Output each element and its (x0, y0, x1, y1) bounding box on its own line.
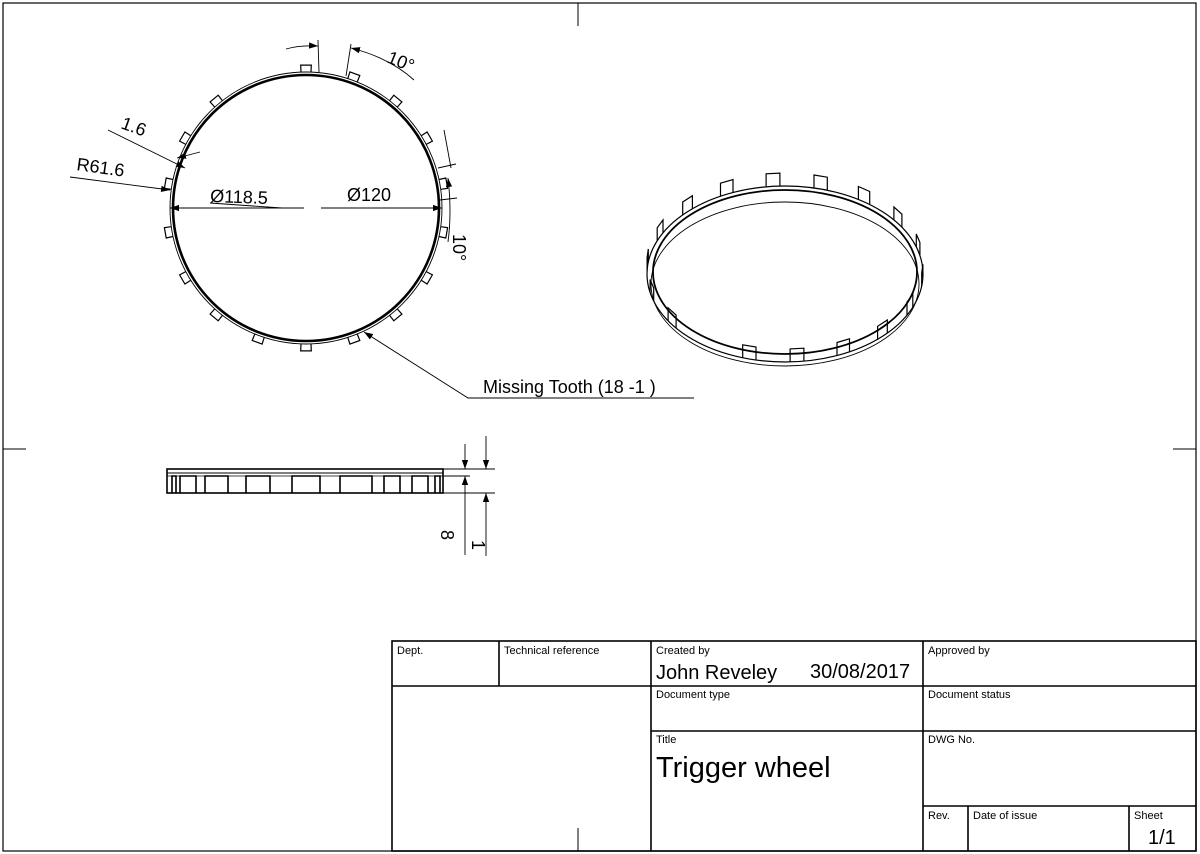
side-tooth-slot (411, 475, 429, 493)
tooth (438, 226, 449, 239)
side-tooth-slot (434, 475, 441, 493)
dim-angle-top: 10° (385, 47, 418, 76)
side-view-body (166, 468, 444, 494)
top-view-dimensions (69, 39, 694, 399)
tooth (347, 71, 361, 83)
iso-tooth (682, 194, 693, 215)
iso-tooth (813, 174, 828, 191)
tooth (389, 308, 403, 322)
iso-teeth-group (646, 172, 924, 362)
iso-tooth (649, 279, 655, 301)
created-by-value: John Reveley (656, 662, 777, 684)
tooth (251, 333, 265, 345)
iso-tooth (836, 337, 851, 356)
side-tooth-slot (339, 475, 373, 493)
rev-label: Rev. (928, 810, 950, 822)
tooth (300, 343, 312, 352)
iso-tooth (906, 292, 914, 316)
tooth (300, 64, 312, 73)
side-tooth-slot (179, 475, 197, 493)
missing-tooth-leader (363, 331, 694, 399)
iso-tooth (857, 185, 871, 205)
dim-height: 8 (437, 530, 457, 540)
side-view (166, 468, 444, 494)
dim-outer-diameter: Ø120 (347, 185, 391, 205)
iso-tooth (765, 172, 781, 187)
dim-angle-top-arc (285, 42, 319, 50)
created-by-label: Created by (656, 645, 710, 657)
iso-tooth (667, 306, 677, 328)
iso-top-outer (646, 185, 924, 363)
dept-label: Dept. (397, 645, 423, 657)
date-of-issue-label: Date of issue (973, 810, 1037, 822)
iso-tooth (893, 205, 903, 228)
dim-tooth-thickness: 1.6 (119, 113, 149, 140)
isometric-view (646, 172, 924, 367)
created-date: 30/08/2017 (810, 661, 910, 683)
side-tooth-slot (383, 475, 401, 493)
iso-tooth (646, 248, 649, 271)
dim-tooth-height: 1 (468, 540, 488, 550)
side-tooth-slot (204, 475, 229, 493)
dim-outer-radius: R61.6 (75, 154, 125, 180)
technical-reference-label: Technical reference (504, 645, 599, 657)
tooth (163, 226, 174, 239)
title-value: Trigger wheel (656, 752, 831, 784)
document-type-label: Document type (656, 689, 730, 701)
dim-angle-side: 10° (449, 234, 469, 261)
tooth (389, 94, 403, 108)
iso-tooth (921, 264, 924, 286)
dwg-no-label: DWG No. (928, 734, 975, 746)
tooth (178, 271, 192, 285)
iso-bottom-edge (650, 201, 920, 367)
title-block (391, 640, 1197, 852)
iso-tooth (789, 347, 805, 362)
title-label: Title (656, 734, 676, 746)
side-tooth-slot (245, 475, 271, 493)
sheet-label: Sheet (1134, 810, 1163, 822)
iso-tooth (656, 218, 664, 241)
iso-tooth (877, 318, 888, 340)
document-status-label: Document status (928, 689, 1011, 701)
sheet-value: 1/1 (1148, 827, 1176, 849)
tooth (178, 131, 192, 145)
side-tooth-slot (171, 475, 177, 493)
dim-inner-diameter: Ø118.5 (210, 186, 268, 208)
iso-tooth (719, 178, 734, 197)
tooth (420, 271, 434, 285)
side-view-dimensions (443, 436, 495, 556)
tooth (347, 333, 361, 345)
approved-by-label: Approved by (928, 645, 990, 657)
tooth (209, 94, 223, 108)
missing-tooth-note: Missing Tooth (18 -1 ) (483, 377, 656, 397)
iso-tooth (742, 344, 757, 360)
side-teeth-group (171, 475, 441, 493)
tooth (209, 308, 223, 322)
iso-top-inner (652, 189, 918, 355)
side-tooth-slot (291, 475, 321, 493)
tooth (420, 131, 434, 145)
iso-tooth (915, 233, 921, 256)
